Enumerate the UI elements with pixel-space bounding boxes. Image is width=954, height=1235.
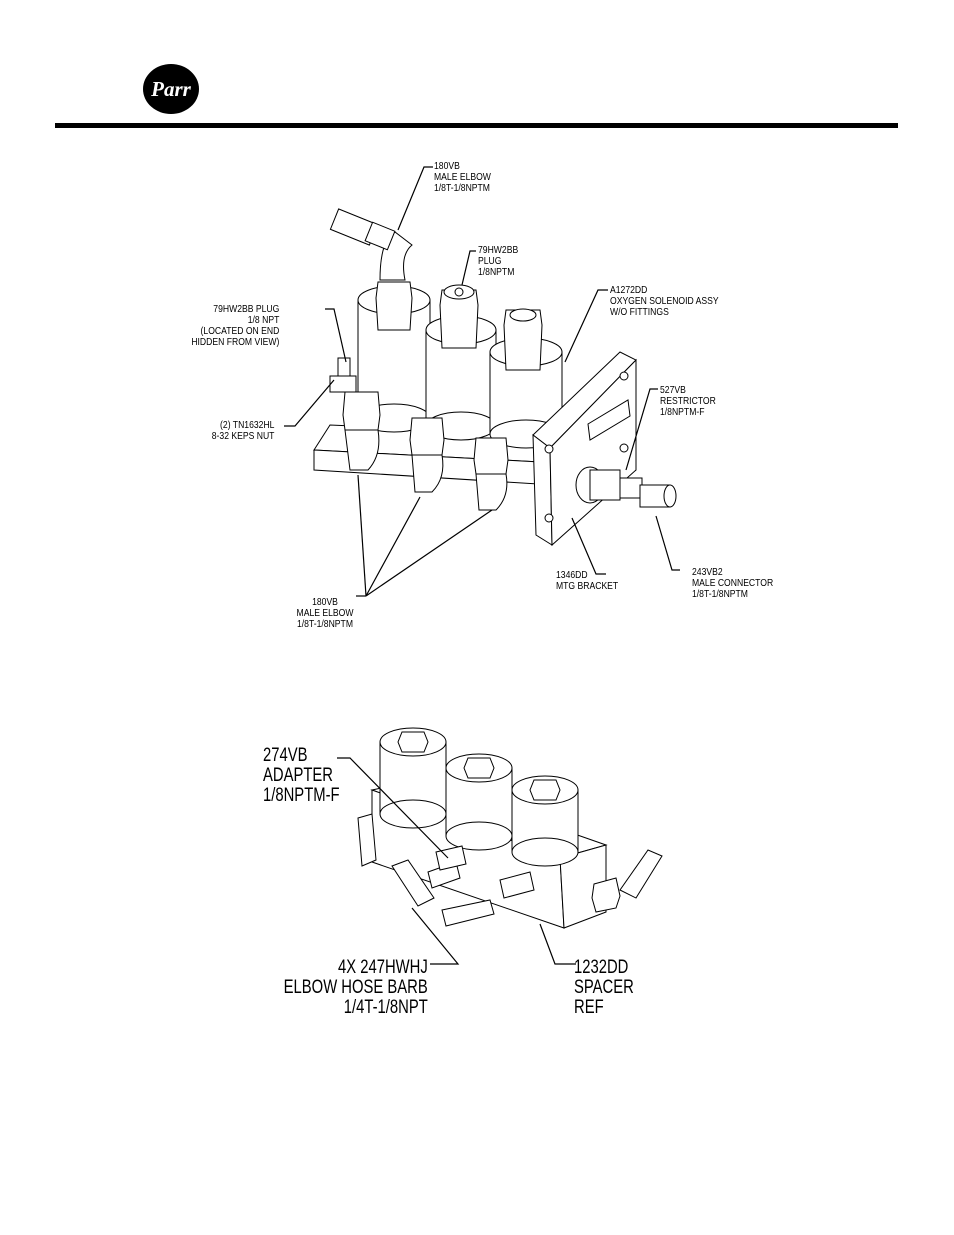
front-elbow-3 [473, 437, 509, 511]
label-plug-end: 79HW2BB PLUG 1/8 NPT (LOCATED ON END HID… [190, 303, 279, 348]
front-elbow-2 [409, 417, 445, 493]
label-spacer: 1232DD SPACER REF [574, 957, 634, 1018]
label-hose-barb: 4X 247HWHJ ELBOW HOSE BARB 1/4T-1/8NPT [283, 957, 428, 1018]
label-restrictor: 527VB RESTRICTOR 1/8NPTM-F [660, 384, 716, 418]
label-adapter: 274VB ADAPTER 1/8NPTM-F [263, 745, 340, 806]
label-plug-top: 79HW2BB PLUG 1/8NPTM [478, 244, 519, 278]
header-rule [55, 123, 898, 128]
label-connector: 243VB2 MALE CONNECTOR 1/8T-1/8NPTM [692, 566, 774, 600]
spacer-assembly-drawing [357, 727, 663, 929]
label-elbow-top: 180VB MALE ELBOW 1/8T-1/8NPTM [434, 160, 491, 194]
label-solenoid: A1272DD OXYGEN SOLENOID ASSY W/O FITTING… [610, 284, 719, 318]
logo-text: Parr [150, 77, 192, 101]
label-bracket: 1346DD MTG BRACKET [556, 569, 619, 592]
label-keps-nut: (2) TN1632HL 8-32 KEPS NUT [211, 419, 274, 442]
front-elbow-1 [342, 391, 381, 471]
label-elbow-bottom: 180VB MALE ELBOW 1/8T-1/8NPTM [296, 596, 354, 630]
parr-logo: Parr [143, 64, 199, 114]
